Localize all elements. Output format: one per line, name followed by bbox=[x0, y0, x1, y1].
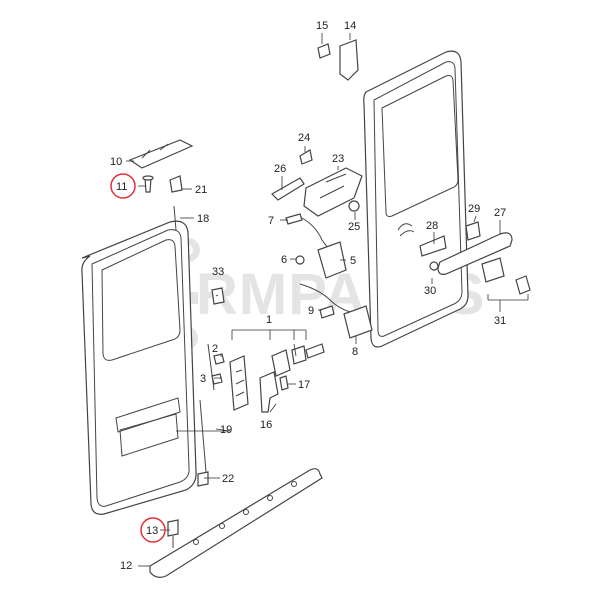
label-26: 26 bbox=[274, 163, 286, 175]
label-2: 2 bbox=[212, 343, 218, 355]
part-8-bracket bbox=[343, 305, 373, 339]
part-25-nut bbox=[348, 200, 360, 212]
part-33-bracket bbox=[211, 287, 225, 305]
label-30: 30 bbox=[424, 285, 436, 297]
label-7: 7 bbox=[268, 215, 274, 227]
part-28-handle-plate bbox=[419, 235, 447, 257]
part-29-cap bbox=[465, 221, 481, 241]
part-22-clip bbox=[197, 471, 209, 487]
part-14-bracket bbox=[339, 39, 359, 81]
part-5-bracket bbox=[317, 241, 347, 279]
label-33: 33 bbox=[212, 266, 224, 278]
leader-lines bbox=[126, 33, 529, 567]
label-5: 5 bbox=[350, 255, 356, 267]
label-10: 10 bbox=[110, 156, 122, 168]
part-16-latch bbox=[259, 371, 279, 413]
right-door-panel bbox=[363, 50, 469, 348]
label-17: 17 bbox=[298, 379, 310, 391]
part-27-handle bbox=[437, 232, 513, 275]
part-1-lock-assembly bbox=[211, 353, 249, 411]
label-18: 18 bbox=[197, 213, 209, 225]
part-3-hinge-blocks bbox=[271, 343, 325, 377]
part-21-cap bbox=[169, 175, 183, 193]
label-24: 24 bbox=[298, 132, 310, 144]
highlight-circle-13 bbox=[140, 517, 166, 543]
left-door-window bbox=[101, 239, 181, 361]
part-13-clip bbox=[167, 519, 179, 548]
part-23-lock bbox=[303, 167, 363, 217]
label-21: 21 bbox=[195, 184, 207, 196]
label-3: 3 bbox=[200, 373, 206, 385]
label-28: 28 bbox=[426, 220, 438, 232]
part-30-screw bbox=[429, 261, 439, 271]
part-11-screw bbox=[142, 175, 154, 193]
label-1: 1 bbox=[266, 314, 272, 326]
label-27: 27 bbox=[494, 207, 506, 219]
label-25: 25 bbox=[348, 221, 360, 233]
part-18-rod bbox=[173, 205, 177, 231]
label-23: 23 bbox=[332, 153, 344, 165]
label-14: 14 bbox=[344, 20, 356, 32]
part-26-bracket bbox=[271, 177, 305, 201]
label-15: 15 bbox=[316, 20, 328, 32]
part-6-screw bbox=[295, 255, 305, 265]
part-10-upper-bracket bbox=[128, 139, 194, 169]
label-9: 9 bbox=[308, 305, 314, 317]
part-31-lock-cylinder bbox=[481, 257, 531, 295]
right-door-window bbox=[381, 75, 459, 217]
label-31: 31 bbox=[494, 315, 506, 327]
label-8: 8 bbox=[352, 346, 358, 358]
left-door-panel bbox=[81, 220, 197, 515]
label-22: 22 bbox=[222, 473, 234, 485]
label-11: 11 bbox=[116, 181, 127, 193]
part-9-cable bbox=[299, 283, 351, 319]
part-labels: 10 11 21 18 33 1 2 3 17 16 19 22 12 13 1… bbox=[110, 20, 506, 572]
label-16: 16 bbox=[260, 419, 272, 431]
label-19: 19 bbox=[220, 424, 232, 436]
part-15-screw bbox=[317, 43, 331, 59]
label-13: 13 bbox=[146, 525, 158, 537]
label-12: 12 bbox=[120, 560, 132, 572]
highlight-markers bbox=[110, 173, 166, 543]
label-6: 6 bbox=[281, 254, 287, 266]
highlight-circle-11 bbox=[110, 173, 136, 199]
part-17-pin bbox=[279, 375, 289, 391]
label-29: 29 bbox=[468, 203, 480, 215]
part-24-screw bbox=[299, 149, 313, 165]
door-step-trim bbox=[149, 468, 323, 578]
part-7-screw bbox=[285, 213, 303, 225]
part-19-rod bbox=[199, 399, 207, 473]
